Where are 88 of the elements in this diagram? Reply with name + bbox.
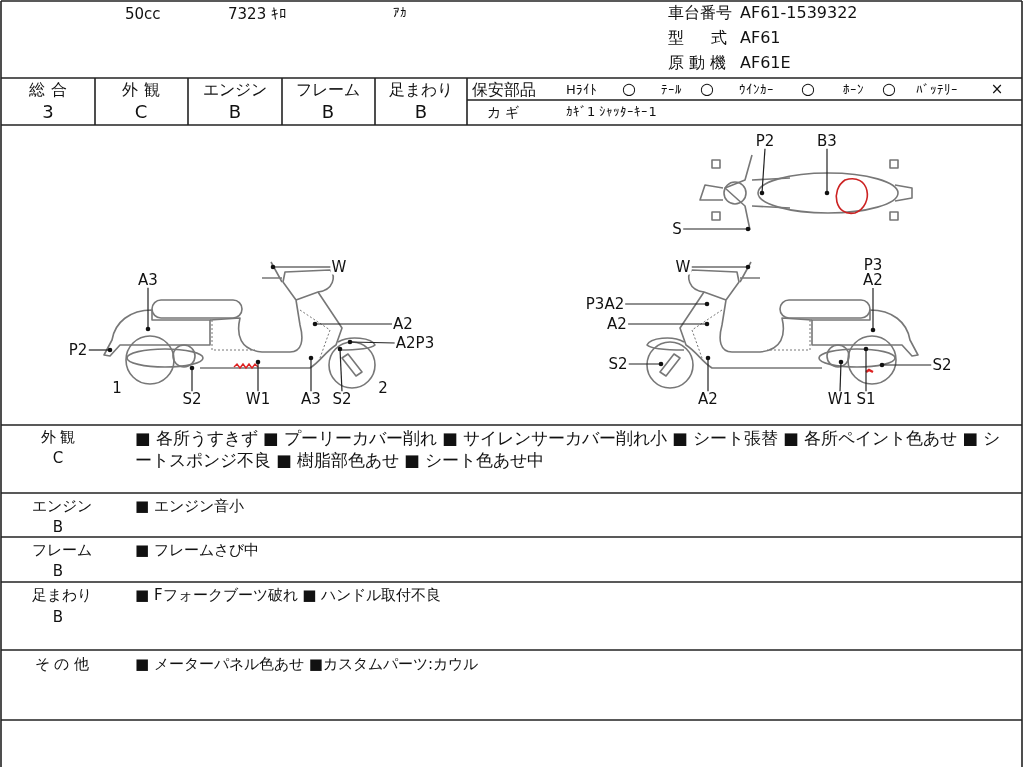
column-header: 保安部品 (472, 80, 536, 100)
callout-label: A2 (697, 391, 719, 407)
callout-label: A2 (392, 316, 414, 332)
leader-line (682, 226, 751, 232)
callout-label: S1 (855, 391, 877, 407)
field-label: 原 動 機 (668, 53, 727, 73)
check-mark: ○ (622, 79, 636, 99)
comment-text: ■ エンジン音小 (135, 497, 244, 515)
leader-line (312, 321, 393, 327)
row-header: 足まわり (32, 586, 92, 604)
check-mark: ○ (882, 79, 896, 99)
check-mark: ○ (801, 79, 815, 99)
field-value: AF61E (740, 53, 791, 73)
callout-label: S (671, 221, 683, 237)
item-label: Hﾗｲﾄ (566, 82, 597, 98)
header-text: 7323 ｷﾛ (228, 5, 287, 23)
leader-line (690, 264, 751, 270)
callout-label: P3 A2 (862, 258, 884, 288)
cross-mark: × (990, 80, 1004, 98)
field-value: AF61-1539322 (740, 3, 858, 23)
grade-value: B (321, 101, 335, 123)
leader-line (624, 301, 710, 307)
grade-value: B (52, 608, 64, 626)
column-header: エンジン (203, 80, 267, 100)
grade-value: B (52, 518, 64, 536)
view-number: 1 (112, 379, 122, 397)
callout-label: A3 (300, 391, 322, 407)
row-header: フレーム (32, 541, 92, 559)
item-label: ﾃｰﾙ (661, 82, 682, 98)
grade-value: C (52, 449, 64, 467)
item-label: ﾎｰﾝ (843, 82, 864, 98)
field-label: 型 式 (668, 28, 728, 48)
callout-label: A2P3 (394, 335, 436, 351)
grade-value: C (134, 101, 148, 123)
column-header: フレーム (296, 80, 360, 100)
leader-line (337, 346, 343, 393)
leader-line (759, 147, 766, 196)
column-header: 総 合 (29, 80, 67, 100)
leader-line (627, 361, 664, 367)
leader-line (838, 359, 844, 393)
comment-text: ■ Fフォークブーツ破れ ■ ハンドル取付不良 (135, 586, 442, 604)
leader-line (863, 346, 869, 393)
column-header: 外 観 (122, 80, 160, 100)
callout-label: W1 (826, 391, 854, 407)
row-header: 外 観 (40, 428, 76, 446)
callout-label: P2 (754, 133, 776, 149)
leader-line (347, 339, 396, 345)
row-header: そ の 他 (34, 655, 90, 673)
leader-line (870, 287, 876, 333)
callout-label: S2 (181, 391, 203, 407)
item-label: カ ギ (487, 104, 520, 121)
column-header: 足まわり (389, 80, 453, 100)
field-label: 車台番号 (668, 3, 732, 23)
grade-value: B (52, 562, 64, 580)
callout-label: S2 (607, 356, 629, 372)
leader-line (270, 264, 332, 270)
leader-line (145, 286, 151, 332)
comment-text: ■ メーターパネル色あせ ■カスタムパーツ:カウル (135, 655, 478, 673)
callout-label: A2 (606, 316, 628, 332)
field-value: AF61 (740, 28, 781, 48)
header-text: ｱｶ (393, 5, 407, 21)
leader-line (87, 347, 113, 353)
callout-label: P2 (67, 342, 89, 358)
check-mark: ○ (700, 79, 714, 99)
comment-text: ■ 各所うすきず ■ プーリーカバー削れ ■ サイレンサーカバー削れ小 ■ シート張替 ■ 各所ペイント色あせ ■ シートスポンジ不良 ■ 樹脂部色あせ ■ シート色あせ中 (135, 428, 1002, 472)
grade-value: 3 (42, 101, 54, 123)
callout-label: B3 (816, 133, 838, 149)
leader-line (627, 321, 710, 327)
grade-value: B (414, 101, 428, 123)
comment-text: ■ フレームさび中 (135, 541, 259, 559)
item-label: ｳｲﾝｶｰ (739, 82, 774, 98)
view-number: 2 (378, 379, 388, 397)
leader-line (879, 362, 933, 368)
leader-line (189, 365, 195, 393)
leader-line (705, 355, 711, 393)
leader-line (308, 355, 314, 393)
callout-label: P3A2 (584, 296, 626, 312)
item-label: ﾊﾞｯﾃﾘｰ (916, 82, 958, 98)
callout-label: S2 (931, 357, 953, 373)
callout-label: S2 (331, 391, 353, 407)
callout-label: W1 (244, 391, 272, 407)
leader-line (255, 359, 261, 393)
header-text: 50cc (125, 5, 161, 23)
row-header: エンジン (32, 497, 92, 515)
leader-line (824, 147, 830, 196)
grade-value: B (228, 101, 242, 123)
scooter-top-drawing (699, 154, 913, 231)
item-value: ｶｷﾞ1 ｼｬｯﾀｰｷｰ1 (566, 104, 657, 120)
